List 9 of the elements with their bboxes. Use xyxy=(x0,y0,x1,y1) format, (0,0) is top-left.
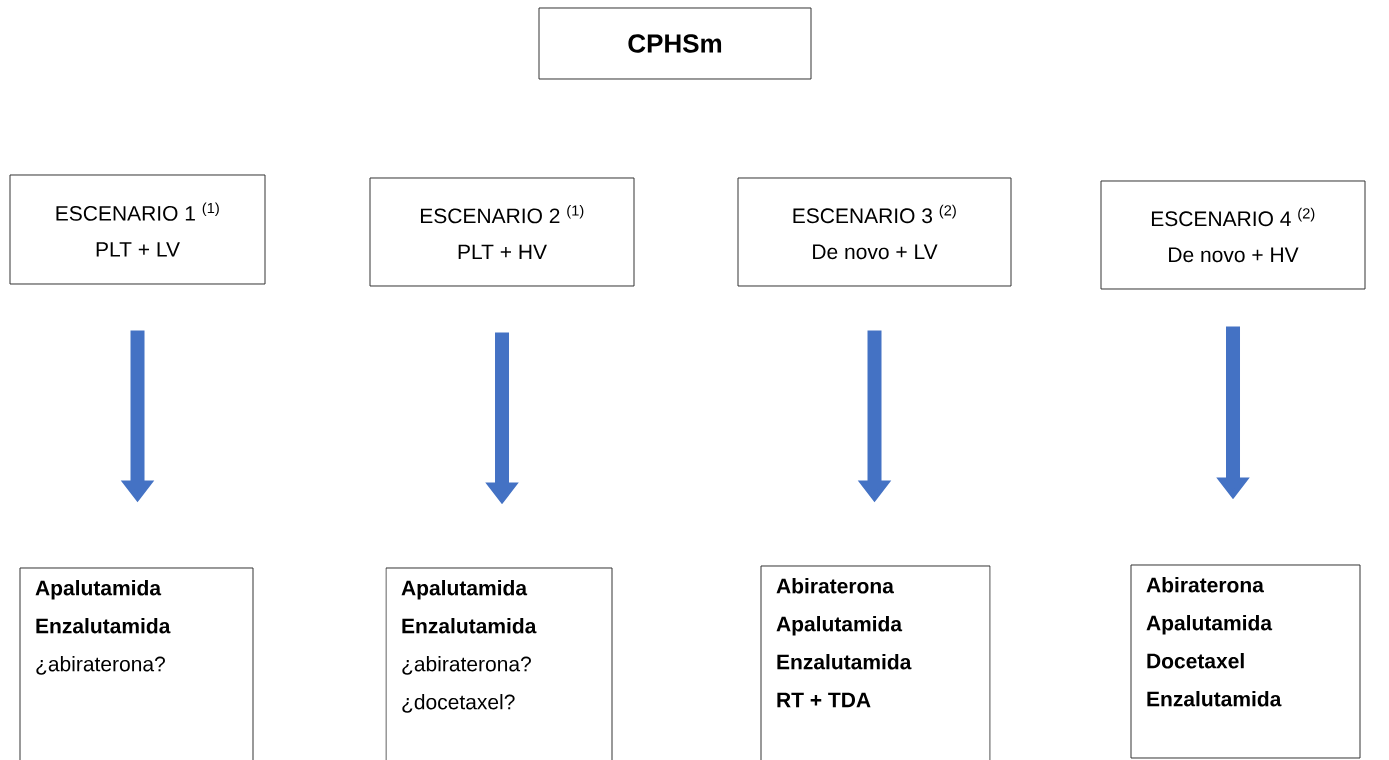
scenario-box: ESCENARIO 2 $^{(1)}$ PLT + HV xyxy=(369,177,635,287)
treatment-box: Abiraterona Apalutamida Enzalutamida RT + TDA xyxy=(760,565,991,760)
treatment-box: Apalutamida Enzalutamida ¿abiraterona? xyxy=(19,567,254,760)
scenario-box: ESCENARIO 4 $^{(2)}$ De novo + HV xyxy=(1100,180,1366,290)
title-box: CPHSm xyxy=(538,7,812,80)
treatment-box: Apalutamida Enzalutamida ¿abiraterona? ¿docetaxel? xyxy=(385,567,613,760)
treatment-box: Abiraterona Apalutamida Docetaxel Enzalutamida xyxy=(1130,564,1361,759)
scenario-box: ESCENARIO 3 $^{(2)}$ De novo + LV xyxy=(737,177,1012,287)
scenario-box: ESCENARIO 1 $^{(1)}$ PLT + LV xyxy=(9,174,266,285)
